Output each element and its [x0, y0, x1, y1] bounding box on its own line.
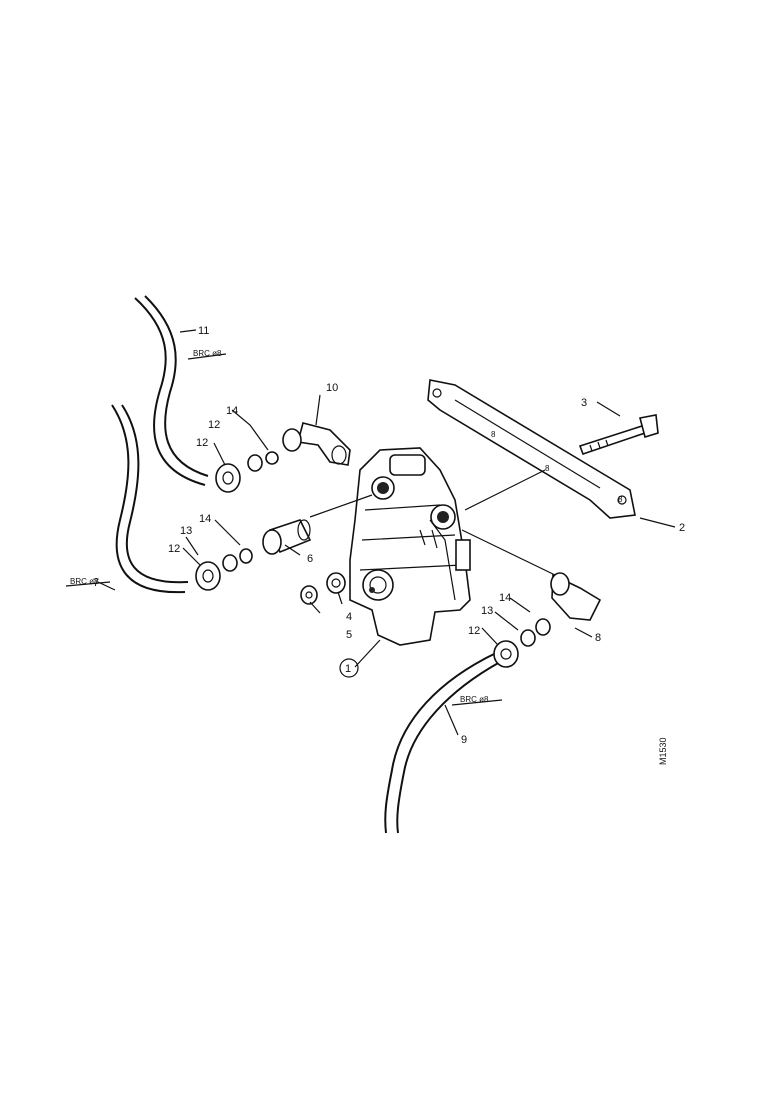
- hose-7: [111, 404, 189, 594]
- bolt-3: [578, 414, 659, 456]
- washer-5: [300, 585, 318, 605]
- elbow-fitting-8: [550, 572, 602, 621]
- callout-13-a: 13: [180, 525, 192, 537]
- callout-1-circle: [339, 658, 359, 678]
- callout-14-a: 14: [226, 405, 238, 417]
- callout-4: 4: [346, 611, 352, 623]
- callout-10: 10: [326, 382, 338, 394]
- nut-12-c: [493, 640, 519, 668]
- hose-tags: BRC ø8 BRC ø8 BRC ø8: [65, 349, 503, 706]
- leader-lines: [97, 329, 676, 736]
- nut-4: [326, 572, 346, 594]
- hose-tag-9: BRC ø8: [460, 695, 489, 704]
- washer-13-b: [520, 618, 551, 647]
- bracket-mark-c: 8: [618, 495, 623, 504]
- valve-body: [349, 447, 471, 646]
- washer-14-a: [247, 451, 279, 472]
- callout-13-b: 13: [481, 605, 493, 617]
- hose-tag-7: BRC ø8: [70, 577, 99, 586]
- drawing-number: M1530: [658, 737, 668, 765]
- callout-6: 6: [307, 553, 313, 565]
- callout-12-a: 12: [208, 419, 220, 431]
- hose-11: [134, 295, 209, 486]
- callout-8: 8: [595, 632, 601, 644]
- bracket-2: [427, 379, 636, 519]
- hose-9: [384, 652, 501, 834]
- connector-6: [262, 519, 312, 555]
- callout-14-c: 14: [499, 592, 511, 604]
- callout-9: 9: [461, 734, 467, 746]
- callout-14-b: 14: [199, 513, 211, 525]
- callout-11: 11: [198, 325, 209, 337]
- hose-tag-11: BRC ø8: [193, 349, 222, 358]
- nut-12-b: [195, 561, 221, 591]
- bracket-mark-a: 8: [491, 430, 496, 439]
- callout-12-b: 12: [196, 437, 208, 449]
- callout-5: 5: [346, 629, 352, 641]
- bracket-mark-b: 8: [545, 464, 550, 473]
- callout-3: 3: [581, 397, 587, 409]
- callout-2: 2: [679, 522, 685, 534]
- callout-12-c: 12: [168, 543, 180, 555]
- callout-1: 1: [345, 663, 351, 675]
- nut-12-a: [215, 463, 241, 493]
- elbow-fitting-10: [282, 422, 351, 466]
- callout-12-d: 12: [468, 625, 480, 637]
- washer-13-a: [222, 548, 253, 572]
